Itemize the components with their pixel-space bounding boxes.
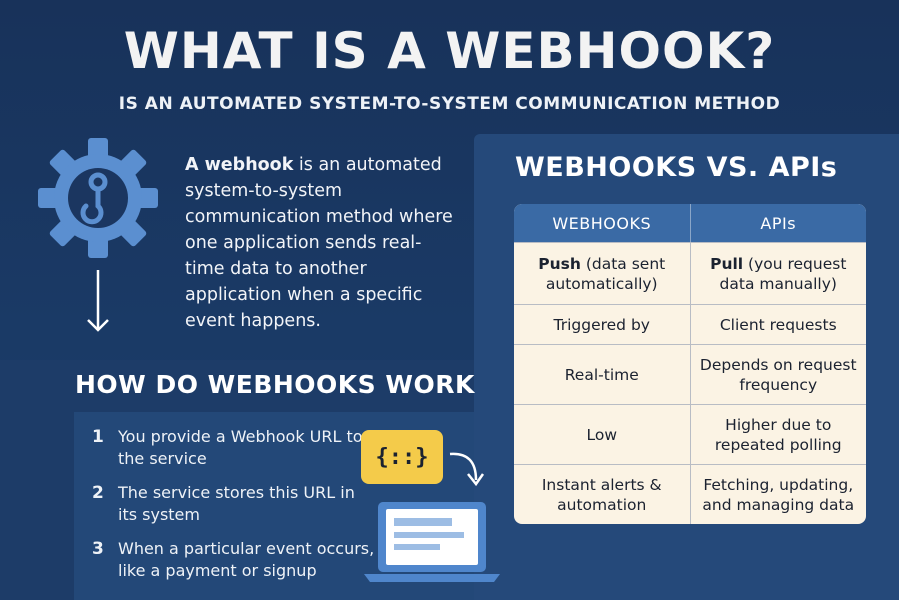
table-cell: Fetching, updating, and managing data (702, 475, 855, 514)
table-header: WEBHOOKS APIs (514, 204, 866, 242)
how-title: HOW DO WEBHOOKS WORK (75, 370, 475, 399)
curved-arrow-icon (449, 452, 485, 487)
step-number: 1 (92, 427, 104, 447)
table-row: Triggered by Client requests (514, 304, 866, 344)
comparison-title: WEBHOOKS VS. APIs (515, 152, 838, 183)
page-subtitle: IS AN AUTOMATED SYSTEM-TO-SYSTEM COMMUNI… (118, 94, 781, 114)
header-apis: APIs (760, 213, 797, 233)
definition-term: A webhook (185, 155, 294, 175)
laptop-icon (364, 502, 500, 582)
webhook-definition: A webhook is an automated system-to-syst… (185, 152, 455, 334)
table-cell: Low (514, 405, 691, 464)
table-cell: Instant alerts & automation (514, 465, 691, 524)
table-cell: Pull (you request data manually) (710, 254, 847, 293)
table-row: Instant alerts & automation Fetching, up… (514, 464, 866, 524)
table-cell: Client requests (719, 315, 837, 334)
header-webhooks: WEBHOOKS (514, 204, 691, 242)
table-row: Push (data sent automatically) Pull (you… (514, 242, 866, 304)
step-text: When a particular event occurs, like a p… (118, 539, 375, 580)
table-cell: Real-time (514, 345, 691, 404)
arrow-down-icon (87, 270, 109, 332)
step-number: 2 (92, 483, 104, 503)
code-braces-icon: {::} (361, 430, 443, 484)
step-number: 3 (92, 539, 104, 559)
page-title: WHAT IS A WEBHOOK? (123, 22, 776, 80)
table-cell: Higher due to repeated polling (714, 415, 842, 454)
table-row: Real-time Depends on request frequency (514, 344, 866, 404)
step-text: You provide a Webhook URL to the service (118, 427, 363, 468)
gear-hook-icon (38, 138, 158, 258)
table-row: Low Higher due to repeated polling (514, 404, 866, 464)
table-cell: Push (data sent automatically) (514, 243, 691, 304)
definition-text: is an automated system-to-system communi… (185, 155, 453, 331)
table-cell: Depends on request frequency (699, 355, 857, 394)
table-cell: Triggered by (514, 305, 691, 344)
step-text: The service stores this URL in its syste… (118, 483, 355, 524)
comparison-table: WEBHOOKS APIs Push (data sent automatica… (514, 204, 866, 524)
